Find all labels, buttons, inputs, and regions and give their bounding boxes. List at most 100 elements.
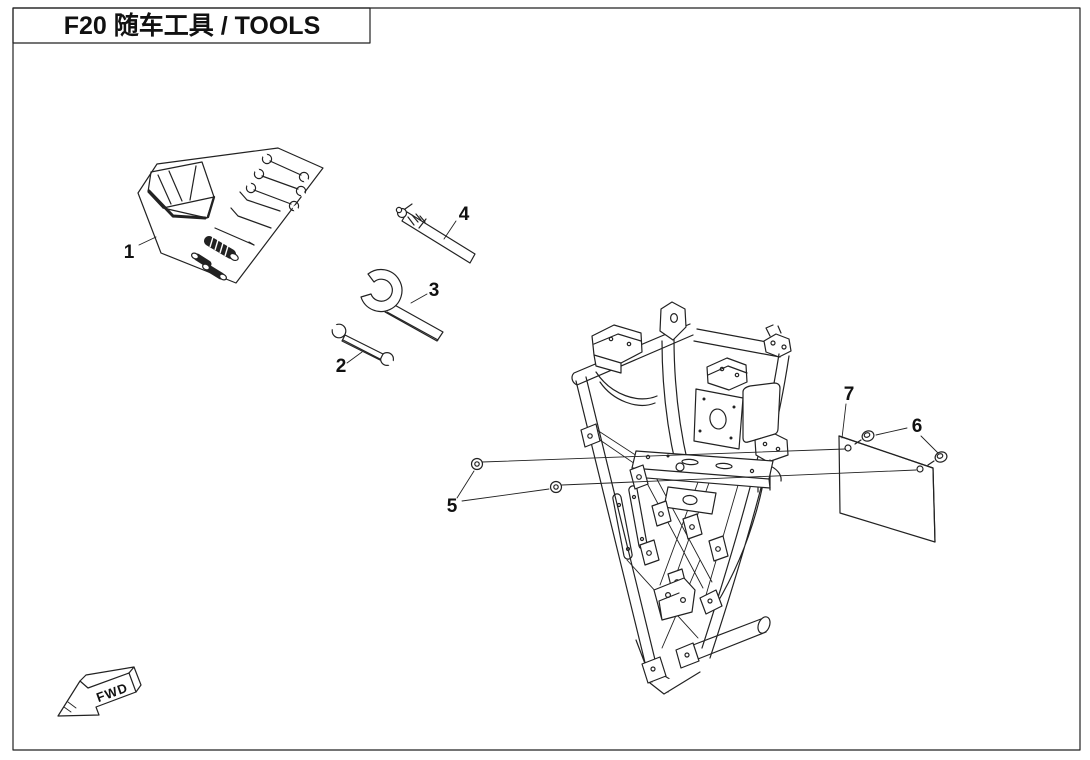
tab-hole	[689, 524, 695, 530]
callout-5-leaders	[456, 470, 550, 502]
tool-pouch	[147, 161, 216, 220]
tab-hole	[715, 546, 721, 552]
rack-hole	[749, 468, 755, 474]
tab-hole	[646, 550, 652, 556]
rack-hole	[645, 454, 651, 460]
wrench-jaw	[295, 185, 307, 197]
tab-hole	[664, 591, 671, 598]
tube-end-ring	[675, 462, 685, 472]
tab-hole	[707, 598, 713, 604]
screwdriver-shaft	[214, 227, 255, 246]
socket-end	[219, 273, 227, 281]
socket-end	[202, 263, 210, 271]
wrench-jaw-left	[331, 323, 347, 339]
title-box	[12, 7, 371, 44]
pouch-folds	[157, 165, 215, 209]
wrench-shaft	[341, 334, 384, 361]
jaw-notch	[245, 179, 253, 190]
tube-body	[401, 211, 476, 264]
tube-hatch	[407, 213, 426, 226]
fitting-pin	[404, 203, 413, 210]
page-border	[12, 7, 1081, 751]
side-panel	[742, 382, 781, 443]
strap-hole	[616, 502, 622, 508]
nut-bore	[553, 484, 559, 490]
callout-4: 4	[459, 204, 470, 225]
wrench-shaft	[269, 160, 302, 176]
callout-6-leaders	[875, 427, 939, 454]
plate-dot	[702, 397, 706, 401]
wrench-jaw	[245, 182, 257, 194]
jaw-notch	[261, 150, 269, 161]
plate-dot	[729, 436, 733, 440]
strap-hole	[631, 494, 637, 500]
callout-1: 1	[124, 242, 135, 263]
bolt-shank	[927, 460, 935, 466]
jaw-notch	[292, 204, 300, 215]
grip-ribs	[209, 236, 229, 257]
axis-lines	[481, 448, 917, 486]
jaw-notch	[384, 356, 396, 368]
hex-keys	[230, 191, 281, 229]
grip-handle	[204, 236, 239, 262]
frame-tabs	[580, 423, 729, 595]
bolt-group: 6	[854, 416, 948, 466]
fwd-arrow: FWD	[57, 666, 142, 717]
plate-dot	[732, 405, 736, 409]
wrench-shaft	[253, 189, 292, 205]
bolt-shank	[854, 439, 862, 445]
oval-bracket	[663, 486, 717, 515]
clamp-hole	[770, 340, 776, 346]
fitting-cap	[395, 206, 403, 214]
socket	[193, 253, 212, 268]
bolt-head-top	[863, 432, 871, 438]
handle-shade	[386, 311, 439, 341]
callout-6: 6	[912, 416, 923, 437]
tab-hole	[684, 652, 690, 658]
fwd-arrow-body	[57, 672, 137, 717]
bolt-head	[934, 451, 948, 463]
title-block: F20 随车工具 / TOOLS	[12, 7, 371, 44]
centre-plate-hole	[709, 408, 727, 430]
frame-assembly-group	[571, 301, 792, 695]
pouch-shade	[147, 189, 207, 220]
socket-end	[191, 252, 199, 260]
callout-1-leader	[138, 236, 157, 246]
shaft-shade	[342, 339, 381, 360]
open-end-wrench-group: 2	[330, 322, 396, 377]
rack-slot	[715, 462, 733, 470]
tool-kit-outline	[137, 147, 324, 284]
plate-shade	[838, 435, 936, 543]
mid-bracket	[706, 357, 748, 391]
plate-hole	[844, 444, 852, 452]
bottom-tube-end	[757, 616, 771, 634]
oval-hole	[682, 494, 698, 506]
sleeve-tube-group: 4	[395, 203, 476, 264]
right-clamp	[763, 324, 792, 358]
bottom-tube	[689, 618, 767, 660]
pouch-outline	[147, 161, 215, 219]
callout-7: 7	[844, 384, 855, 405]
curved-member	[595, 371, 658, 406]
fwd-arrow-hatch	[63, 701, 77, 713]
hook-spanner-group: 3	[360, 268, 444, 342]
bracket-hole	[719, 366, 725, 372]
callout-2-leader	[346, 351, 363, 364]
spanner-hook	[360, 268, 403, 313]
bolt-head	[861, 430, 875, 442]
callout-3-leader	[410, 293, 428, 304]
flange-nut	[549, 480, 563, 494]
top-bracket-hole	[669, 313, 678, 324]
bolt-head-top	[936, 453, 944, 459]
strap-hole	[639, 536, 645, 542]
callout-7-leader	[841, 403, 847, 439]
callout-4-leader	[443, 220, 457, 240]
tab-hole	[636, 474, 642, 480]
tool-kit-group: 1	[124, 147, 324, 284]
tube-seam	[418, 218, 427, 229]
socket	[204, 264, 225, 280]
panel-bracket	[754, 433, 789, 463]
wrench-jaw	[261, 153, 273, 165]
tab-hole	[587, 433, 593, 439]
wrench-jaw	[288, 200, 300, 212]
